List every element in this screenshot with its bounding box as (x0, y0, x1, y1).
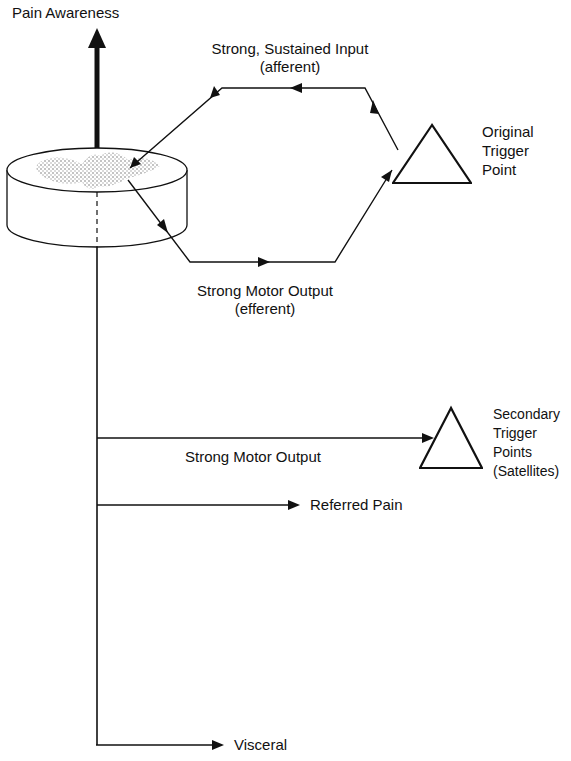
arrow-head (381, 170, 392, 182)
descending-line (96, 247, 98, 745)
arrow-head (212, 740, 224, 750)
trigger-point: Original Trigger Point (392, 122, 554, 184)
annotation-label: Strong Motor Output (185, 448, 355, 466)
annotation-label: Strong Motor Output (efferent) (185, 282, 345, 318)
tract-dashed (96, 192, 97, 247)
arrow-head (290, 83, 302, 93)
arrow-head (88, 28, 106, 48)
referred-branch (97, 504, 290, 505)
annotation-label: Referred Pain (310, 496, 440, 514)
node-label: Secondary Trigger Points (Satellites) (493, 405, 567, 481)
motor-branch (97, 437, 424, 438)
spinal-cord-top (7, 148, 187, 192)
arrow-head (370, 100, 379, 114)
arrow-head (422, 433, 434, 443)
triangle-symbol (392, 122, 472, 184)
trigger-point: Secondary Trigger Points (Satellites) (419, 405, 567, 481)
arrow-head (130, 157, 141, 168)
arrow-head (210, 86, 220, 98)
node-label: Original Trigger Point (482, 122, 554, 179)
efferent-path (128, 170, 392, 262)
arrow-head (288, 500, 300, 510)
arrow-head (157, 219, 168, 233)
arrow-head (258, 257, 270, 267)
ascending-arrow (95, 44, 100, 150)
annotation-label: Pain Awareness (12, 4, 162, 22)
annotation-label: Visceral (234, 736, 334, 754)
annotation-label: Strong, Sustained Input (afferent) (200, 40, 380, 76)
triangle-symbol (419, 405, 483, 469)
afferent-path (130, 88, 398, 168)
visceral-branch (96, 744, 214, 745)
